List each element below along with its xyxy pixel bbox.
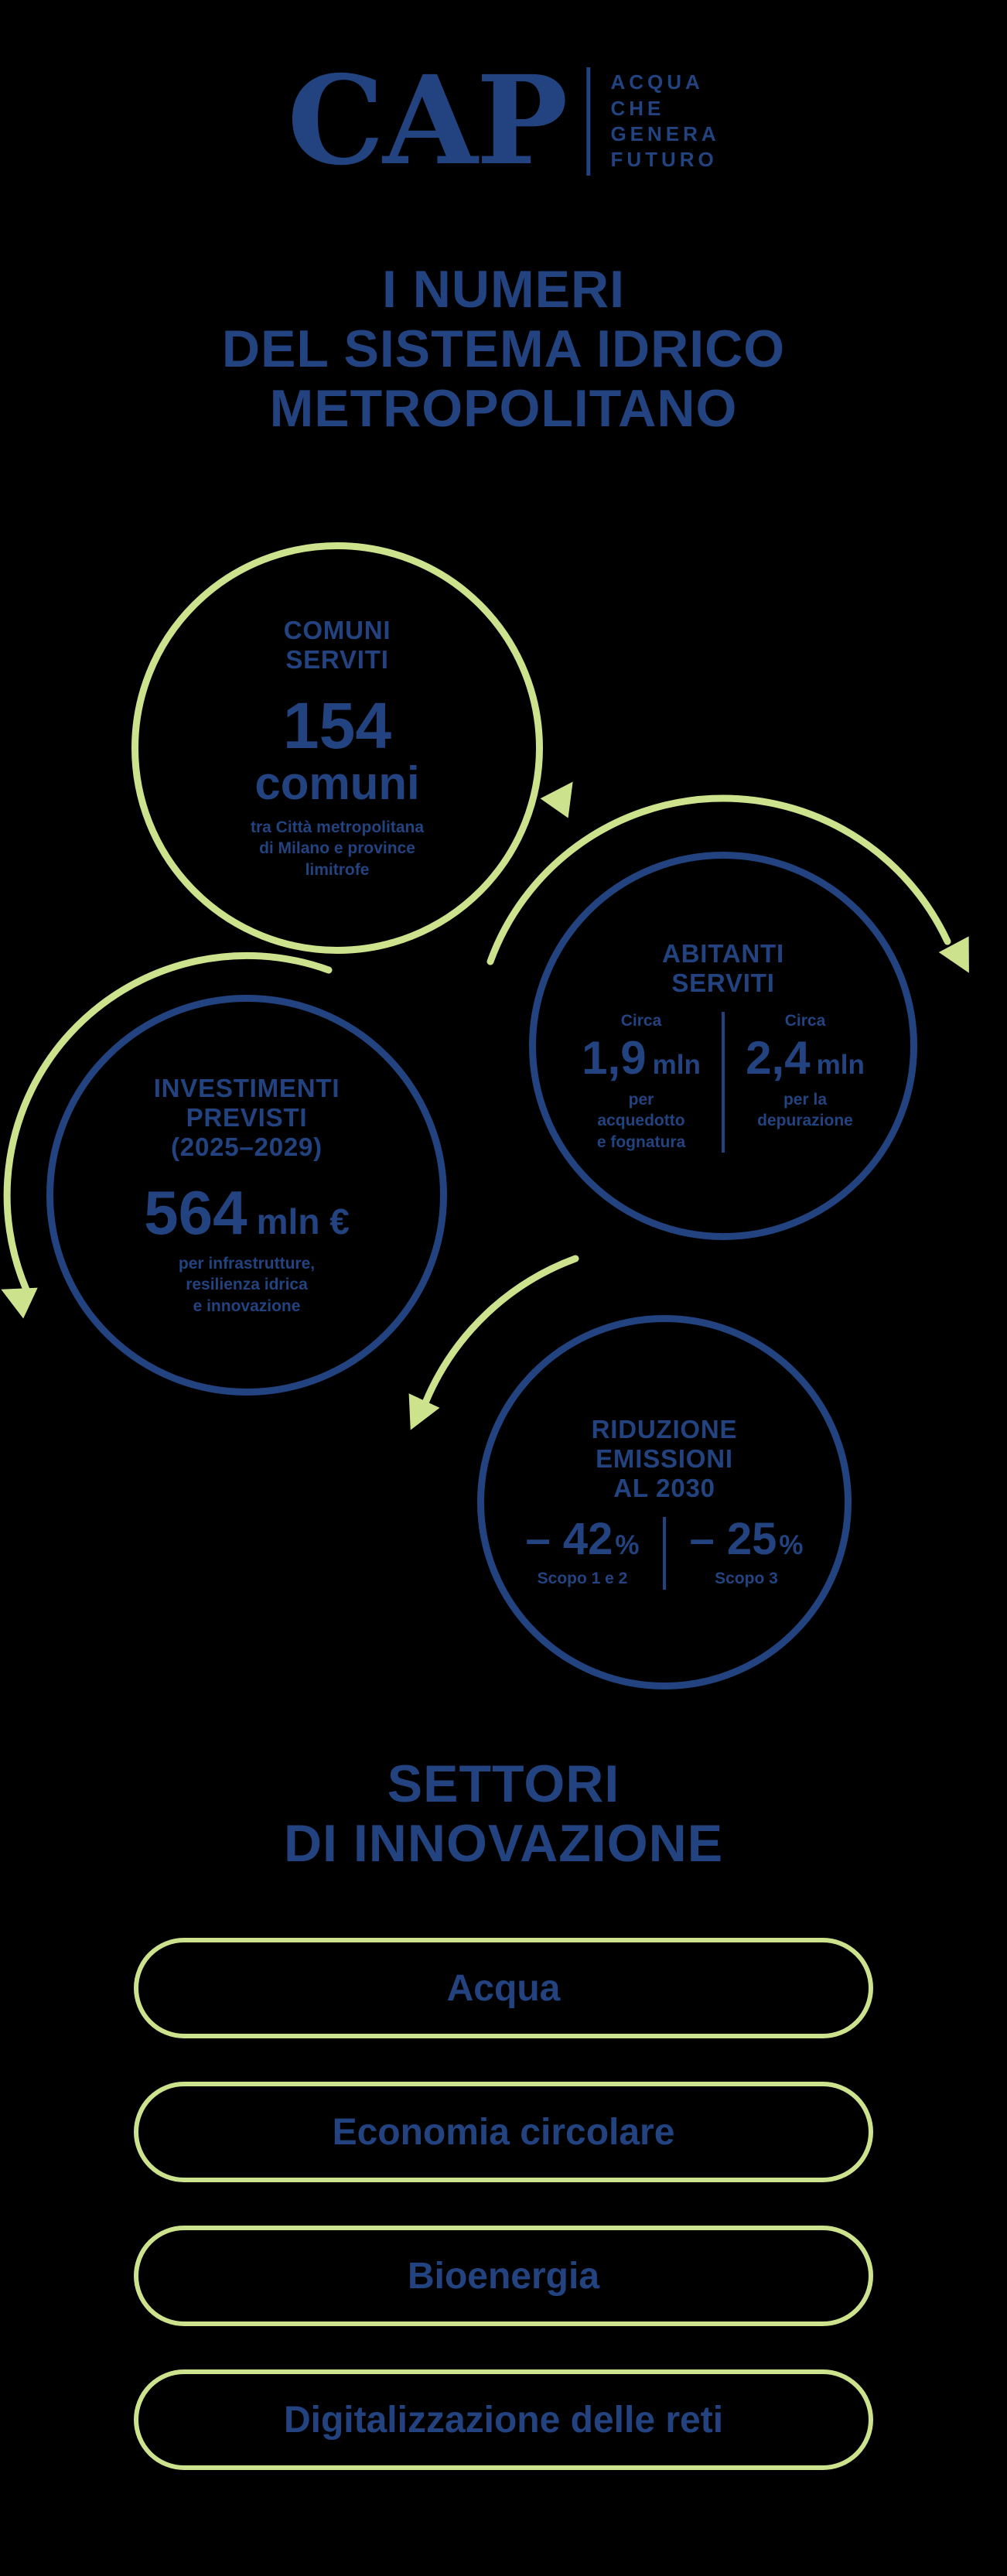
sector-pill-digitalizzazione: Digitalizzazione delle reti [134,2369,873,2470]
emissioni-left-label: Scopo 1 e 2 [537,1570,628,1588]
abitanti-depurazione: Circa 2,4 mln per la depurazione [732,1012,878,1153]
sector-pill-label: Bioenergia [407,2255,600,2297]
investimenti-value: 564 mln € [144,1177,350,1247]
vertical-divider [722,1011,725,1153]
emissioni-left-value: – 42 % [525,1514,640,1565]
abitanti-heading: ABITANTI SERVITI [662,939,784,998]
logo-divider [586,67,591,176]
sector-pill-bioenergia: Bioenergia [134,2226,873,2326]
emissioni-right-label: Scopo 3 [715,1570,778,1588]
abitanti-acquedotto: Circa 1,9 mln per acquedotto e fognatura [568,1012,714,1153]
circa-label: Circa [620,1011,662,1030]
sectors-list: Acqua Economia circolare Bioenergia Digi… [134,1938,873,2470]
stat-circle-investimenti: INVESTIMENTI PREVISTI (2025–2029) 564 ml… [46,995,447,1396]
abitanti-left-note: per acquedotto e fognatura [596,1090,686,1151]
main-title: I NUMERI DEL SISTEMA IDRICO METROPOLITAN… [221,260,786,438]
emissioni-scopo-1-2: – 42 % Scopo 1 e 2 [510,1517,655,1589]
arrowhead-icon [540,781,573,818]
emissioni-scopo-3: – 25 % Scopo 3 [674,1517,819,1589]
sector-pill-label: Economia circolare [332,2111,675,2153]
sectors-title: SETTORI DI INNOVAZIONE [283,1754,724,1873]
cap-wordmark: CAP [287,50,568,193]
cap-logo: CAP ACQUA CHE GENERA FUTURO [287,60,719,183]
sector-pill-acqua: Acqua [134,1938,873,2038]
emissioni-split: – 42 % Scopo 1 e 2 – 25 % Scopo 3 [510,1517,819,1590]
comuni-heading: COMUNI SERVITI [283,616,391,675]
cap-tagline: ACQUA CHE GENERA FUTURO [610,70,720,172]
sector-pill-economia-circolare: Economia circolare [134,2082,873,2182]
vertical-divider [663,1517,666,1590]
stat-circle-comuni-serviti: COMUNI SERVITI 154 comuni tra Città metr… [131,542,543,954]
investimenti-heading: INVESTIMENTI PREVISTI (2025–2029) [153,1074,340,1162]
arrowhead-icon [408,1393,440,1430]
circa-label: Circa [784,1011,826,1030]
arrowhead-icon [1,1287,38,1319]
abitanti-left-value: 1,9 mln [582,1031,701,1084]
investimenti-note: per infrastrutture, resilienza idrica e … [178,1254,316,1315]
abitanti-right-value: 2,4 mln [746,1031,865,1084]
stat-circle-riduzione-emissioni: RIDUZIONE EMISSIONI AL 2030 – 42 % Scopo… [477,1315,852,1689]
emissioni-right-value: – 25 % [689,1514,804,1565]
emissioni-heading: RIDUZIONE EMISSIONI AL 2030 [591,1415,738,1503]
comuni-note: tra Città metropolitana di Milano e prov… [250,818,425,879]
stat-circle-abitanti-serviti: ABITANTI SERVITI Circa 1,9 mln per acque… [529,852,917,1240]
abitanti-split: Circa 1,9 mln per acquedotto e fognatura… [568,1011,878,1153]
arrowhead-icon [938,936,969,973]
abitanti-right-note: per la depurazione [757,1090,853,1130]
comuni-value: 154 [282,688,392,762]
sector-pill-label: Acqua [446,1967,561,2009]
comuni-unit: comuni [254,757,420,809]
sector-pill-label: Digitalizzazione delle reti [283,2399,724,2441]
